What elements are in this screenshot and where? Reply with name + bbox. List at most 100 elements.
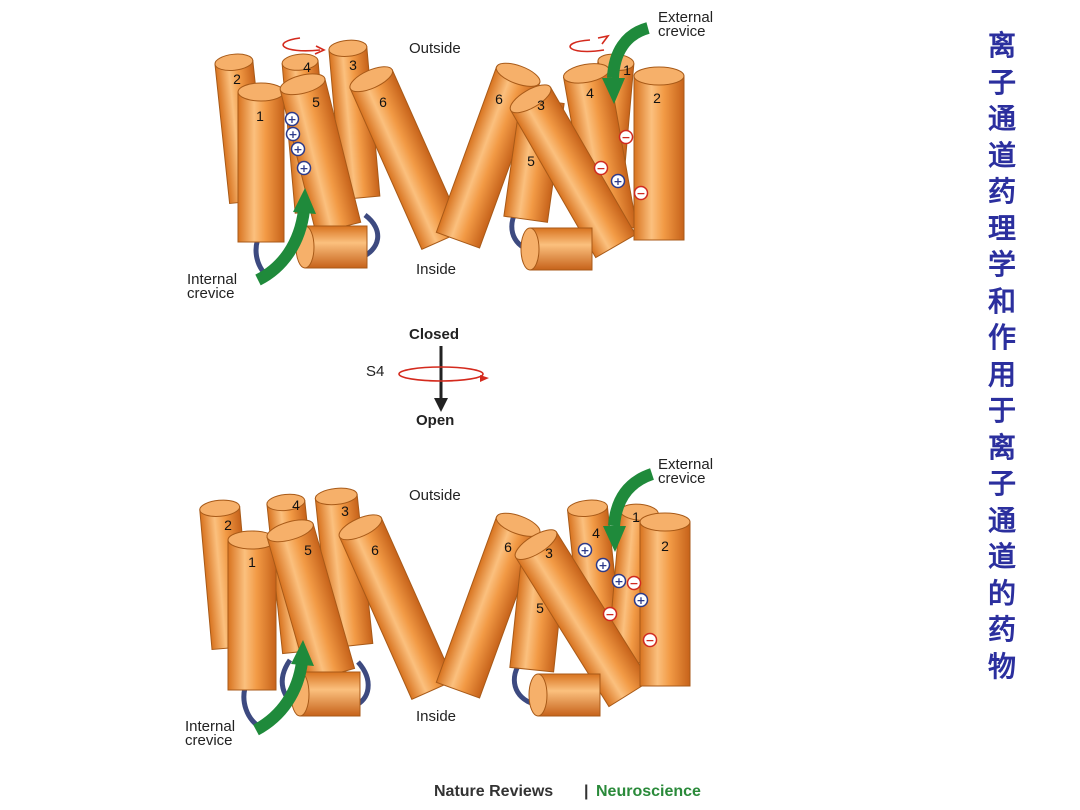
svg-text:+: + — [580, 544, 589, 557]
rotation-arrow-icon — [597, 34, 610, 45]
vertical-title-char: 理 — [987, 211, 1016, 245]
rotation-arrow-icon — [314, 45, 326, 55]
helix-number: 3 — [545, 545, 553, 561]
helix-number: 4 — [592, 525, 600, 541]
minus-charge: − — [593, 160, 609, 176]
vertical-title-char: 离 — [987, 430, 1016, 464]
internal-crevice-label: Internal — [187, 271, 237, 288]
credit-section: Neuroscience — [596, 783, 701, 800]
vertical-title-char: 和 — [987, 284, 1016, 318]
closed-label: Closed — [409, 326, 459, 343]
minus-charge: − — [602, 606, 618, 622]
open-panel: 2 4 3 1 5 6 6 3 4 1 2 5 + + + − + − − Ou… — [185, 456, 713, 749]
svg-text:+: + — [636, 594, 645, 607]
minus-charge: − — [642, 632, 658, 648]
plus-charge: + — [577, 542, 593, 558]
down-arrow-head-icon — [434, 398, 448, 412]
journal-credit: Nature Reviews | Neuroscience — [434, 783, 701, 800]
helix-right-horizontal — [520, 227, 593, 271]
rotation-arrow-icon — [282, 37, 321, 52]
helix-number: 3 — [349, 57, 357, 73]
helix-number: 1 — [632, 509, 640, 525]
vertical-title-char: 的 — [987, 576, 1016, 610]
helix-left-6 — [349, 66, 465, 250]
helix-number: 4 — [292, 497, 300, 513]
helix-number: 1 — [623, 62, 631, 78]
external-crevice-arrow-icon — [607, 22, 650, 79]
svg-text:−: − — [636, 187, 645, 200]
open-label: Open — [416, 412, 454, 429]
helix-left-1 — [227, 530, 277, 691]
helix-number: 5 — [312, 94, 320, 110]
vertical-title-char: 道 — [987, 138, 1016, 172]
vertical-title-char: 物 — [987, 649, 1016, 683]
helix-number: 6 — [379, 94, 387, 110]
vertical-title-char: 道 — [987, 540, 1016, 573]
plus-charge: + — [595, 557, 611, 573]
helix-number: 4 — [303, 59, 311, 75]
helix-right-3 — [514, 529, 651, 708]
helix-number: 2 — [653, 90, 661, 106]
svg-text:+: + — [293, 143, 302, 156]
external-crevice-arrowhead-icon — [602, 78, 625, 104]
svg-text:−: − — [645, 634, 654, 647]
minus-charge: − — [633, 185, 649, 201]
svg-text:+: + — [288, 128, 297, 141]
helix-number: 1 — [256, 108, 264, 124]
helix-number: 6 — [371, 542, 379, 558]
outside-label: Outside — [409, 487, 461, 504]
external-crevice-label: crevice — [658, 23, 706, 40]
vertical-title-char: 子 — [987, 65, 1016, 99]
svg-text:−: − — [605, 608, 614, 621]
helix-left-horizontal — [290, 671, 361, 717]
outside-label: Outside — [409, 40, 461, 57]
helix-number: 1 — [248, 554, 256, 570]
inside-label: Inside — [416, 261, 456, 278]
helix-right-2 — [639, 512, 691, 687]
plus-charge: + — [296, 160, 312, 176]
helix-number: 2 — [233, 71, 241, 87]
helix-number: 4 — [586, 85, 594, 101]
helix-number: 2 — [224, 517, 232, 533]
internal-crevice-arrow-icon — [252, 661, 308, 736]
svg-text:−: − — [621, 131, 630, 144]
vertical-title-char: 药 — [987, 175, 1016, 208]
plus-charge: + — [611, 573, 627, 589]
minus-charge: − — [618, 129, 634, 145]
vertical-title-char: 作 — [987, 321, 1016, 354]
plus-charge: + — [285, 126, 301, 142]
helix-right-horizontal — [528, 673, 601, 717]
internal-crevice-arrow-icon — [255, 209, 310, 286]
s4-label: S4 — [366, 363, 384, 380]
vertical-title-char: 用 — [987, 357, 1016, 391]
helix-number: 3 — [537, 97, 545, 113]
helix-number: 2 — [661, 538, 669, 554]
svg-text:−: − — [629, 577, 638, 590]
helix-left-5 — [279, 73, 362, 235]
credit-separator: | — [584, 783, 588, 800]
svg-text:+: + — [287, 113, 296, 126]
helix-left-5 — [266, 519, 356, 683]
vertical-title-char: 于 — [987, 394, 1016, 427]
external-crevice-arrowhead-icon — [603, 526, 626, 552]
internal-crevice-label: crevice — [187, 285, 235, 302]
vertical-title: 离子通道药理学和作用于离子通道的药物 — [978, 28, 1026, 685]
helix-left-horizontal — [295, 225, 368, 269]
vertical-title-char: 离 — [987, 29, 1016, 62]
plus-charge: + — [633, 592, 649, 608]
helix-number: 3 — [341, 503, 349, 519]
svg-text:+: + — [598, 559, 607, 572]
plus-charge: + — [284, 111, 300, 127]
internal-crevice-label: crevice — [185, 732, 233, 749]
inside-label: Inside — [416, 708, 456, 725]
credit-journal: Nature Reviews — [434, 783, 553, 800]
external-crevice-arrow-icon — [608, 468, 655, 527]
external-crevice-label: External — [658, 9, 713, 26]
external-crevice-label: crevice — [658, 470, 706, 487]
state-transition: Closed S4 Open — [366, 326, 489, 429]
internal-crevice-label: Internal — [185, 718, 235, 735]
svg-text:+: + — [613, 175, 622, 188]
external-crevice-label: External — [658, 456, 713, 473]
helix-number: 5 — [536, 600, 544, 616]
